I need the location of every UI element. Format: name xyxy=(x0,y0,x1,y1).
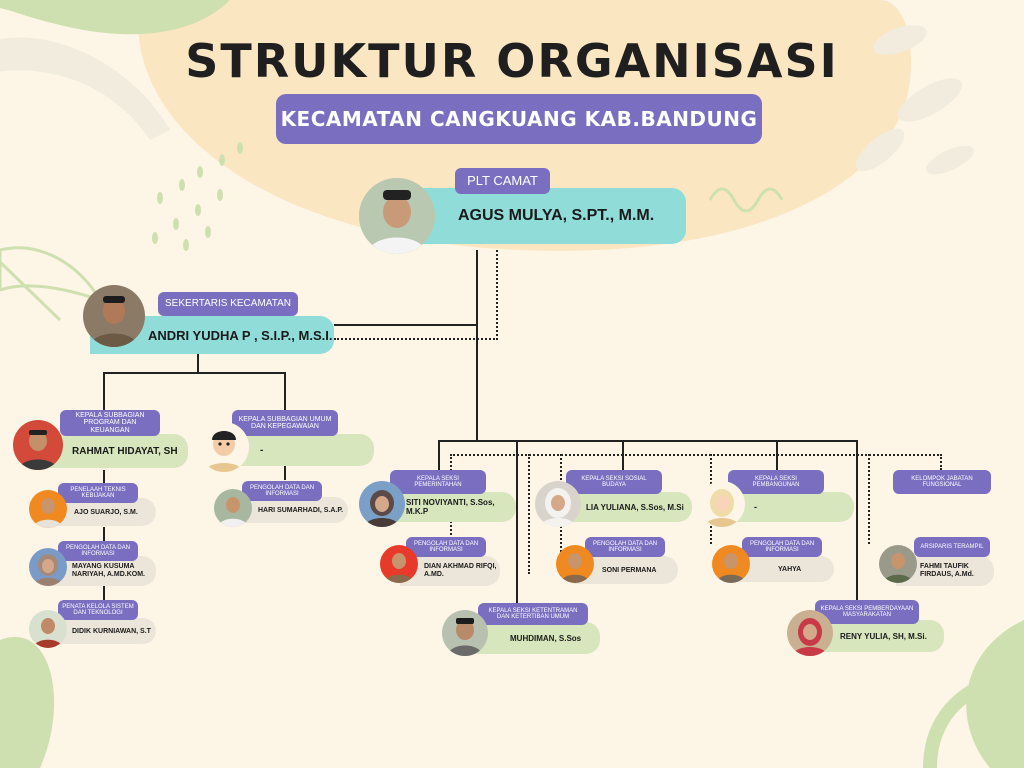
seksi-sosbud-name: LIA YULIANA, S.Sos, M.Si xyxy=(586,502,684,512)
staff-umum-1-role-tag: PENGOLAH DATA DAN INFORMASI xyxy=(242,481,322,501)
fungsional-role-tag: KELOMPOK JABATAN FUNGSIONAL xyxy=(893,470,991,494)
chart-title: STRUKTUR ORGANISASI xyxy=(185,34,839,88)
staff-fungsional-1-role-tag: ARSIPARIS TERAMPIL xyxy=(914,537,990,557)
subbag-umum-role-tag: KEPALA SUBBAGIAN UMUM DAN KEPEGAWAIAN xyxy=(232,410,338,436)
staff-program-3-role-tag: PENATA KELOLA SISTEM DAN TEKNOLOGI xyxy=(58,600,138,620)
staff-program-3-avatar xyxy=(29,610,67,648)
seksi-trantib-role-tag: KEPALA SEKSI KETENTRAMAN DAN KETERTIBAN … xyxy=(478,603,588,625)
seksi-pembangunan-role-tag: KEPALA SEKSI PEMBANGUNAN xyxy=(728,470,824,494)
seksi-pemerintahan-role-tag: KEPALA SEKSI PEMERINTAHAN xyxy=(390,470,486,494)
sekcam-role-tag: SEKERTARIS KECAMATAN xyxy=(158,292,298,316)
staff-fungsional-1-avatar xyxy=(879,545,917,583)
seksi-pemberdayaan-name: RENY YULIA, SH, M.Si. xyxy=(840,631,927,641)
seksi-pembangunan-name: - xyxy=(754,502,757,512)
seksi-trantib-avatar xyxy=(442,610,488,656)
staff-program-2-name: MAYANG KUSUMA NARIYAH, A.MD.KOM. xyxy=(72,562,145,578)
seksi-sosbud-role-tag: KEPALA SEKSI SOSIAL BUDAYA xyxy=(566,470,662,494)
staff-pembangunan-1-name: YAHYA xyxy=(778,565,802,573)
staff-pemerintahan-1-role-tag: PENGOLAH DATA DAN INFORMASI xyxy=(406,537,486,557)
seksi-pembangunan-avatar xyxy=(699,481,745,527)
staff-program-1-role-tag: PENELAAH TEKNIS KEBIJAKAN xyxy=(58,483,138,503)
staff-fungsional-1-name: FAHMI TAUFIK FIRDAUS, A.Md. xyxy=(920,562,974,578)
staff-umum-1-avatar xyxy=(214,489,252,527)
camat-avatar xyxy=(359,178,435,254)
camat-name: AGUS MULYA, S.PT., M.M. xyxy=(458,207,655,224)
subbag-umum-name: - xyxy=(260,444,264,456)
seksi-pemberdayaan-name-bar: RENY YULIA, SH, M.Si. xyxy=(812,620,944,652)
seksi-pemerintahan-name: SITI NOVIYANTI, S.Sos, M.K.P xyxy=(406,498,495,516)
staff-program-2-role-tag: PENGOLAH DATA DAN INFORMASI xyxy=(58,541,138,561)
staff-sosbud-1-role-tag: PENGOLAH DATA DAN INFORMASI xyxy=(585,537,665,557)
subbag-program-avatar xyxy=(13,420,63,470)
staff-sosbud-1-name: SONI PERMANA xyxy=(602,566,657,574)
staff-sosbud-1-avatar xyxy=(556,545,594,583)
chart-subtitle: KECAMATAN CANGKUANG KAB.BANDUNG xyxy=(276,94,762,144)
staff-umum-1-name: HARI SUMARHADI, S.A.P. xyxy=(258,506,344,514)
staff-program-1-name: AJO SUARJO, S.M. xyxy=(74,508,138,516)
staff-pemerintahan-1-avatar xyxy=(380,545,418,583)
seksi-pemerintahan-name-bar: SITI NOVIYANTI, S.Sos, M.K.P xyxy=(384,492,516,522)
sekcam-avatar xyxy=(83,285,145,347)
seksi-pemerintahan-avatar xyxy=(359,481,405,527)
subbag-umum-avatar xyxy=(199,422,249,472)
staff-program-1-avatar xyxy=(29,490,67,528)
camat-role-tag: PLT CAMAT xyxy=(455,168,550,194)
seksi-sosbud-avatar xyxy=(535,481,581,527)
seksi-trantib-name-bar: MUHDIMAN, S.Sos xyxy=(470,622,600,654)
camat-name-bar: AGUS MULYA, S.PT., M.M. xyxy=(396,188,686,244)
subbag-umum-name-bar: - xyxy=(228,434,374,466)
seksi-pemberdayaan-avatar xyxy=(787,610,833,656)
sekcam-name: ANDRI YUDHA P , S.I.P., M.S.I. xyxy=(148,327,333,343)
seksi-sosbud-name-bar: LIA YULIANA, S.Sos, M.Si xyxy=(560,492,692,522)
subbag-program-name-bar: RAHMAT HIDAYAT, SH xyxy=(38,434,188,468)
staff-program-2-avatar xyxy=(29,548,67,586)
staff-program-3-name: DIDIK KURNIAWAN, S.T xyxy=(72,627,151,635)
seksi-pemberdayaan-role-tag: KEPALA SEKSI PEMBERDAYAAN MASYARAKATAN xyxy=(815,600,919,624)
subbag-program-name: RAHMAT HIDAYAT, SH xyxy=(72,445,178,457)
staff-pembangunan-1-role-tag: PENGOLAH DATA DAN INFORMASI xyxy=(742,537,822,557)
seksi-trantib-name: MUHDIMAN, S.Sos xyxy=(510,633,582,643)
subbag-program-role-tag: KEPALA SUBBAGIAN PROGRAM DAN KEUANGAN xyxy=(60,410,160,436)
staff-pemerintahan-1-name: DIAN AKHMAD RIFQI, A.MD. xyxy=(424,562,497,578)
staff-pembangunan-1-avatar xyxy=(712,545,750,583)
